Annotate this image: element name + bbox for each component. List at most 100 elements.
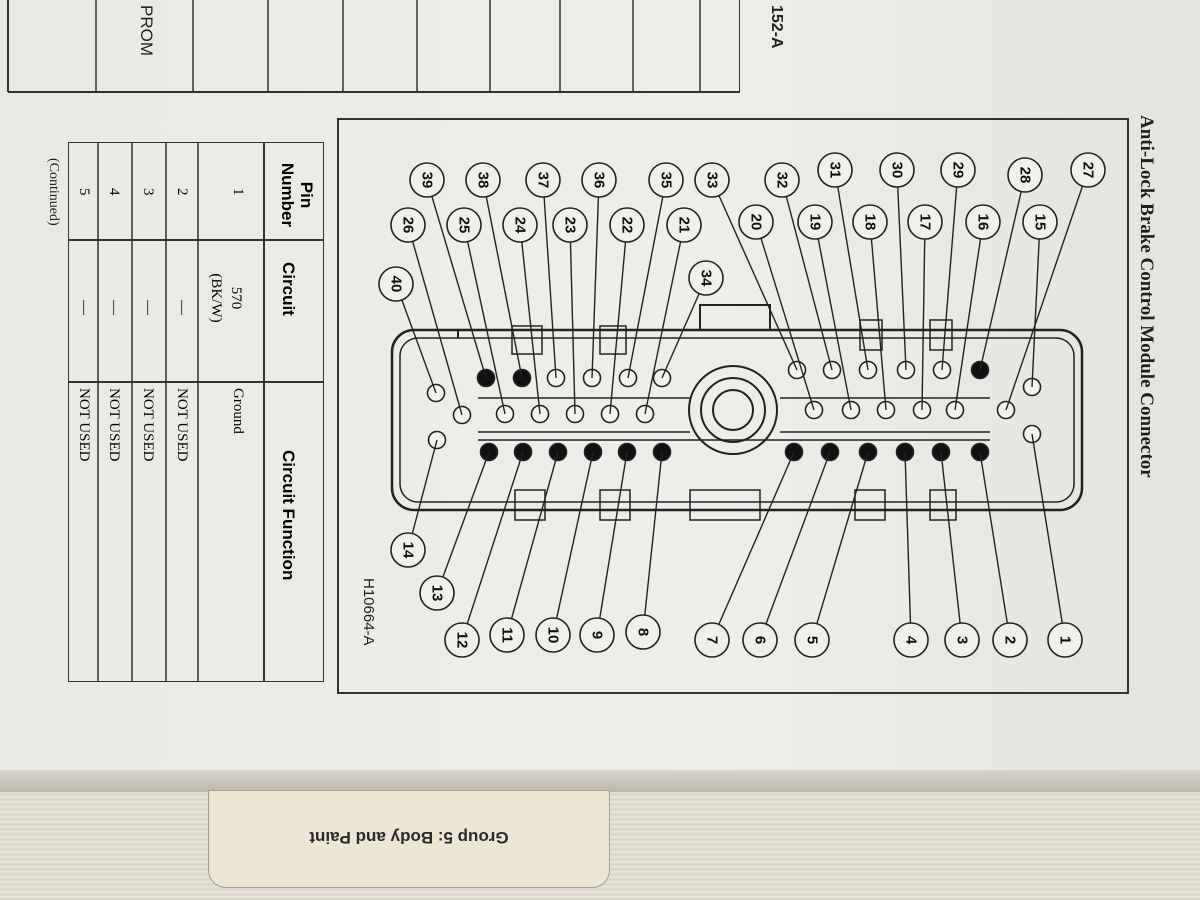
- leader-line-23: [569, 224, 576, 415]
- callout-8: 8: [625, 614, 661, 650]
- leader-line-10: [552, 451, 594, 636]
- leader-line-30: [896, 169, 907, 371]
- svg-text:24: 24: [512, 217, 529, 234]
- row-3-pin: 3: [140, 188, 156, 196]
- svg-text:35: 35: [658, 172, 675, 189]
- callout-18: 18: [852, 204, 888, 240]
- row-4-circuit: —: [106, 300, 122, 315]
- leader-line-17: [921, 221, 926, 411]
- svg-text:20: 20: [748, 214, 765, 231]
- svg-text:19: 19: [807, 214, 824, 231]
- svg-text:32: 32: [774, 172, 791, 189]
- leader-line-21: [644, 224, 685, 415]
- leader-line-13: [436, 451, 490, 594]
- leader-line-20: [755, 221, 815, 411]
- svg-text:11: 11: [499, 627, 516, 643]
- row-3-function: NOT USED: [140, 388, 156, 462]
- svg-text:28: 28: [1017, 167, 1034, 184]
- leader-line-28: [979, 174, 1026, 371]
- svg-text:21: 21: [676, 217, 693, 234]
- svg-text:15: 15: [1032, 214, 1049, 231]
- row-5-circuit: —: [76, 300, 92, 315]
- svg-text:39: 39: [419, 172, 436, 189]
- circuit-function-header: Circuit Function: [279, 450, 298, 581]
- leader-line-6: [759, 451, 831, 641]
- leader-line-27: [1005, 169, 1089, 411]
- svg-text:29: 29: [950, 162, 967, 179]
- callout-14: 14: [390, 532, 426, 568]
- leader-line-25: [463, 224, 506, 415]
- section-tab[interactable]: Group 5: Body and Paint: [208, 790, 610, 888]
- svg-text:9: 9: [589, 631, 606, 639]
- callout-9: 9: [579, 617, 615, 653]
- svg-text:34: 34: [698, 270, 715, 287]
- callout-24: 24: [502, 207, 538, 243]
- svg-text:40: 40: [388, 276, 405, 293]
- section-tab-label: Group 5: Body and Paint: [309, 828, 509, 847]
- svg-text:13: 13: [429, 585, 446, 602]
- leader-line-11: [506, 451, 559, 636]
- callout-2: 2: [992, 622, 1028, 658]
- svg-text:27: 27: [1080, 162, 1097, 179]
- leader-line-8: [642, 451, 663, 633]
- callout-16: 16: [965, 204, 1001, 240]
- svg-text:25: 25: [456, 217, 473, 234]
- row-1-circuit: 570 (BK/W): [208, 273, 244, 323]
- row-1-function: Ground: [230, 388, 246, 434]
- row-2-pin: 2: [174, 188, 190, 196]
- row-2-function: NOT USED: [174, 388, 190, 462]
- svg-text:37: 37: [535, 172, 552, 189]
- svg-text:38: 38: [475, 172, 492, 189]
- callout-3: 3: [944, 622, 980, 658]
- connector-diagram-frame: [337, 118, 1129, 694]
- svg-text:31: 31: [827, 162, 844, 179]
- callout-21: 21: [666, 207, 702, 243]
- callout-11: 11: [489, 617, 525, 653]
- leader-line-31: [834, 169, 869, 371]
- leader-line-33: [711, 179, 798, 371]
- leader-line-5: [811, 451, 869, 641]
- callout-22: 22: [609, 207, 645, 243]
- leader-line-22: [609, 224, 628, 415]
- leader-line-14: [407, 439, 438, 551]
- callout-25: 25: [446, 207, 482, 243]
- row-4-function: NOT USED: [106, 388, 122, 462]
- callout-28: 28: [1007, 157, 1043, 193]
- leader-line-39: [426, 179, 487, 379]
- leader-line-3: [940, 451, 963, 641]
- callout-33: 33: [694, 162, 730, 198]
- callout-39: 39: [409, 162, 445, 198]
- callout-26: 26: [390, 207, 426, 243]
- leader-line-16: [954, 221, 984, 411]
- callout-15: 15: [1022, 204, 1058, 240]
- svg-text:4: 4: [903, 636, 920, 645]
- callout-32: 32: [764, 162, 800, 198]
- callout-29: 29: [940, 152, 976, 188]
- previous-table-fragment: [7, 0, 740, 93]
- callout-35: 35: [648, 162, 684, 198]
- leader-line-24: [519, 224, 541, 415]
- svg-text:7: 7: [704, 636, 721, 644]
- svg-text:23: 23: [562, 217, 579, 234]
- callout-13: 13: [419, 575, 455, 611]
- leader-line-4: [904, 451, 912, 641]
- svg-text:5: 5: [804, 636, 821, 644]
- page-edge: [0, 770, 1200, 792]
- svg-text:26: 26: [400, 217, 417, 234]
- svg-text:18: 18: [862, 214, 879, 231]
- svg-text:33: 33: [704, 172, 721, 189]
- callout-4: 4: [893, 622, 929, 658]
- manual-page: PROM 152-A Anti-Lock Brake Control Modul…: [0, 0, 1200, 785]
- leader-line-19: [814, 221, 852, 411]
- callout-38: 38: [465, 162, 501, 198]
- callout-37: 37: [525, 162, 561, 198]
- row-4-pin: 4: [106, 188, 122, 196]
- leader-line-7: [711, 451, 795, 641]
- leader-line-29: [941, 169, 959, 371]
- callout-34: 34: [688, 260, 724, 296]
- row-5-pin: 5: [76, 188, 92, 196]
- leader-line-9: [596, 451, 628, 636]
- connector-drawing: 1234567891011121314151617181920212223242…: [378, 152, 1106, 658]
- callout-40: 40: [378, 266, 414, 302]
- leader-line-32: [781, 179, 833, 371]
